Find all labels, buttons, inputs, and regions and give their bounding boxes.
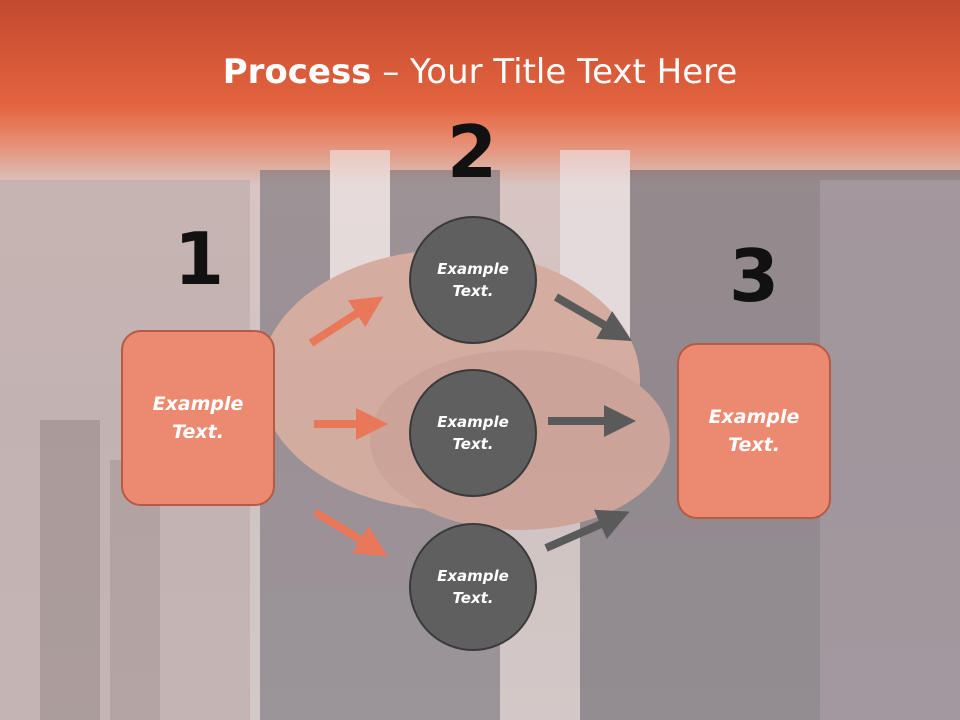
arrow-top-to-right: [553, 293, 632, 342]
circle-bottom-text: Example Text.: [437, 566, 509, 608]
slide-title: Process – Your Title Text Here: [0, 52, 960, 92]
circle-bottom: Example Text.: [409, 523, 537, 651]
circle-middle-text: Example Text.: [437, 412, 509, 454]
left-box-text: Example Text.: [152, 392, 244, 444]
arrow-left-to-bottom: [312, 508, 388, 557]
arrow-bottom-to-right: [544, 509, 630, 552]
arrow-left-to-top: [308, 296, 384, 347]
right-box-text: Example Text.: [708, 405, 800, 457]
step-number-1: 1: [173, 217, 225, 301]
circle-middle: Example Text.: [409, 369, 537, 497]
title-bold: Process: [222, 52, 372, 92]
step-number-3: 3: [728, 234, 780, 318]
circle-top: Example Text.: [409, 216, 537, 344]
circle-top-text: Example Text.: [437, 259, 509, 301]
left-box: Example Text.: [121, 330, 275, 506]
title-rest: – Your Title Text Here: [371, 52, 738, 92]
step-number-2: 2: [446, 110, 498, 194]
right-box: Example Text.: [677, 343, 831, 519]
